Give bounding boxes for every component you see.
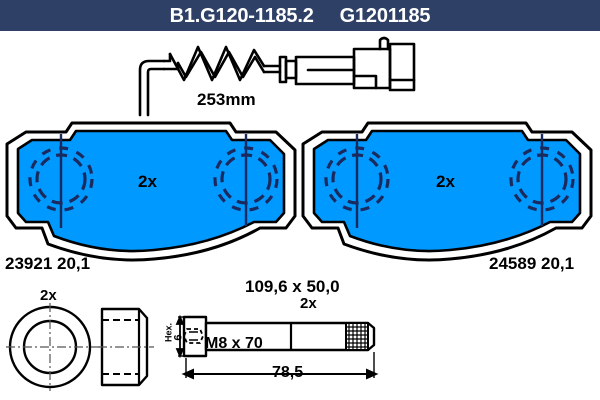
bolt-hex-label: Hex. <box>163 323 174 343</box>
bolt-drawing <box>175 312 388 390</box>
header-reference-code: G1201185 <box>339 4 431 27</box>
left-pad-part-number: 23921 20,1 <box>5 255 90 272</box>
bolt-length-label: 78,5 <box>272 364 304 381</box>
bolt-quantity-label: 2x <box>300 295 317 312</box>
right-brake-pad-drawing <box>300 116 595 262</box>
bushing-drawing <box>6 303 156 393</box>
left-pad-quantity-label: 2x <box>138 172 157 191</box>
right-pad-quantity-label: 2x <box>436 172 455 191</box>
left-brake-pad-drawing <box>4 116 299 262</box>
bolt-hex-size-label: 6 <box>172 334 185 341</box>
header-part-code: B1.G120-1185.2 <box>169 4 314 27</box>
header-bar: B1.G120-1185.2 G1201185 <box>0 0 600 31</box>
bushing-quantity-label: 2x <box>40 287 57 304</box>
right-pad-number-text: 24589 <box>489 254 541 273</box>
right-pad-part-number: 24589 20,1 <box>489 255 574 272</box>
left-pad-thickness-text: 20,1 <box>57 254 91 273</box>
left-pad-number-text: 23921 <box>5 254 57 273</box>
bolt-thread-label: M8 x 70 <box>205 335 263 352</box>
right-pad-thickness-text: 20,1 <box>541 254 575 273</box>
pad-dimensions-label: 109,6 x 50,0 <box>245 277 340 296</box>
wear-sensor-drawing <box>118 30 418 117</box>
sensor-length-label: 253mm <box>197 90 256 109</box>
